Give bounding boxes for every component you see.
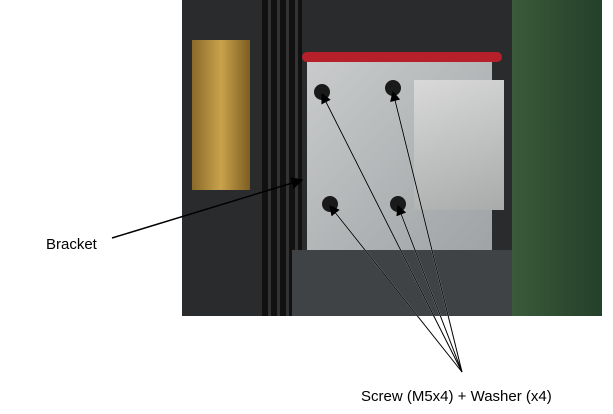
bracket-photo: [182, 0, 602, 316]
circuit-board: [512, 0, 602, 316]
bracket-label: Bracket: [46, 236, 97, 253]
bracket-plate-right: [414, 80, 504, 210]
lower-panel: [292, 250, 512, 316]
screw-washer-label: Screw (M5x4) + Washer (x4): [361, 388, 552, 405]
brass-block: [192, 40, 250, 190]
red-wire: [302, 52, 502, 62]
bracket-leader: [111, 177, 304, 239]
